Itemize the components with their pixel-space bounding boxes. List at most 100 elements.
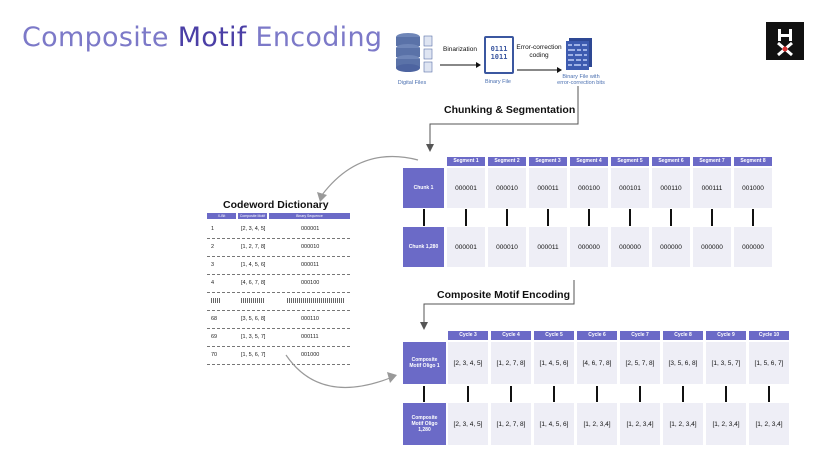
- ecc-file-label: Binary File with error-correction bits: [553, 74, 609, 86]
- motif-cell: [3, 5, 6, 8]: [663, 342, 703, 384]
- curved-arrow-icon: [280, 350, 410, 405]
- cycle-header: Cycle 7: [620, 331, 660, 340]
- motif-cell: [1, 4, 5, 6]: [534, 342, 574, 384]
- dictionary-motif: [1, 3, 5, 7]: [241, 334, 266, 340]
- motif-cell: [4, 6, 7, 8]: [577, 342, 617, 384]
- motif-cell: [1, 2, 3,4]: [663, 403, 703, 445]
- motif-cell: [2, 5, 7, 8]: [620, 342, 660, 384]
- chunk-1-label: Chunk 1: [403, 168, 444, 208]
- motif-cell: [1, 2, 3,4]: [749, 403, 789, 445]
- motif-cell: [1, 3, 5, 7]: [706, 342, 746, 384]
- connector-line: [711, 209, 713, 226]
- dictionary-row: 4 [4, 6, 7, 8] 000100: [207, 275, 350, 293]
- segment-header: Segment 3: [529, 157, 567, 166]
- dictionary-id: 1: [211, 226, 215, 232]
- connector-line: [629, 209, 631, 226]
- motif-cell: [1, 2, 3,4]: [620, 403, 660, 445]
- connector-line: [596, 386, 598, 402]
- dictionary-binary: 000111: [301, 334, 319, 340]
- binarization-label: Binarization: [443, 46, 477, 53]
- connector-line: [670, 209, 672, 226]
- chunk-1280-label: Chunk 1,280: [403, 227, 444, 267]
- dictionary-id: 4: [211, 280, 215, 286]
- segment-header: Segment 2: [488, 157, 526, 166]
- binary-file-label: Binary File: [485, 79, 511, 85]
- digital-files-label: Digital Files: [397, 80, 427, 86]
- cme-title: Composite Motif Encoding: [437, 289, 570, 301]
- motif-cell: [1, 2, 3,4]: [577, 403, 617, 445]
- chunking-title: Chunking & Segmentation: [444, 104, 576, 116]
- cycle-header: Cycle 8: [663, 331, 703, 340]
- dictionary-header-xbit: X-Bit: [207, 213, 236, 219]
- dictionary-binary: 000011: [301, 262, 319, 268]
- chunk-cell: 000101: [611, 168, 649, 208]
- connector-line: [725, 386, 727, 402]
- segment-header: Segment 5: [611, 157, 649, 166]
- connector-line: [467, 386, 469, 402]
- chunk-cell: 000100: [570, 168, 608, 208]
- chunk-cell: 000010: [488, 227, 526, 267]
- curved-arrow-icon: [300, 150, 430, 215]
- chunk-cell: 000000: [693, 227, 731, 267]
- cycle-header: Cycle 10: [749, 331, 789, 340]
- chunk-cell: 000010: [488, 168, 526, 208]
- dictionary-id: 70: [211, 352, 218, 358]
- ecc-file-line-1: Binary File with: [562, 74, 600, 80]
- dictionary-row: 70 [1, 5, 6, 7] 001000: [207, 347, 350, 365]
- dictionary-header-motif: Composite Motif: [238, 213, 267, 219]
- oligo-1-label: Composite Motif Oligo 1: [403, 342, 446, 384]
- motif-cell: [1, 2, 7, 8]: [491, 403, 531, 445]
- ellipsis-bar: [211, 298, 221, 303]
- oligo-1280-label: Composite Motif Oligo 1,280: [403, 403, 446, 445]
- dictionary-motif: [1, 2, 7, 8]: [241, 244, 266, 250]
- motif-cell: [1, 2, 3,4]: [706, 403, 746, 445]
- brand-logo: [766, 22, 804, 60]
- segment-header: Segment 8: [734, 157, 772, 166]
- ecc-file-line-2: error-correction bits: [557, 80, 605, 86]
- elbow-arrow-icon: [416, 278, 586, 339]
- chunk-cell: 000001: [447, 227, 485, 267]
- chunk-cell: 001000: [734, 168, 772, 208]
- chunk-cell: 000111: [693, 168, 731, 208]
- dictionary-row: 1 [2, 3, 4, 5] 000001: [207, 221, 350, 239]
- dictionary-row: 68 [3, 5, 6, 8] 000110: [207, 311, 350, 329]
- connector-line: [553, 386, 555, 402]
- dictionary-motif: [2, 3, 4, 5]: [241, 226, 266, 232]
- error-correction-line-2: coding: [529, 52, 549, 59]
- cycle-header: Cycle 4: [491, 331, 531, 340]
- chunk-cell: 000000: [570, 227, 608, 267]
- connector-line: [506, 209, 508, 226]
- cycle-header: Cycle 6: [577, 331, 617, 340]
- connector-line: [510, 386, 512, 402]
- segment-header: Segment 7: [693, 157, 731, 166]
- motif-cell: [1, 2, 7, 8]: [491, 342, 531, 384]
- motif-cell: [1, 5, 6, 7]: [749, 342, 789, 384]
- connector-line: [588, 209, 590, 226]
- dictionary-header-binary: Binary Sequence: [269, 213, 350, 219]
- binary-icon-line-1: 0111: [490, 45, 508, 53]
- ecc-file-icon: [565, 38, 593, 75]
- segment-header: Segment 4: [570, 157, 608, 166]
- chunk-cell: 000110: [652, 168, 690, 208]
- dictionary-binary: 000010: [301, 244, 320, 250]
- connector-line: [423, 386, 425, 402]
- dictionary-ellipsis-row: [207, 293, 350, 311]
- connector-line: [465, 209, 467, 226]
- chunk-cell: 000000: [734, 227, 772, 267]
- dictionary-title: Codeword Dictionary: [223, 199, 329, 211]
- dictionary-binary: 000110: [301, 316, 319, 322]
- connector-line: [423, 209, 425, 226]
- motif-cell: [2, 3, 4, 5]: [448, 342, 488, 384]
- page-title: Composite Motif Encoding: [22, 22, 383, 53]
- connector-line: [752, 209, 754, 226]
- dictionary-id: 2: [211, 244, 215, 250]
- cycle-header: Cycle 5: [534, 331, 574, 340]
- arrow-right-icon: [517, 61, 563, 79]
- motif-cell: [2, 3, 4, 5]: [448, 403, 488, 445]
- dictionary-motif: [4, 6, 7, 8]: [241, 280, 266, 286]
- error-correction-line-1: Error-correction: [516, 44, 562, 51]
- dictionary-id: 68: [211, 316, 218, 322]
- connector-line: [639, 386, 641, 402]
- elbow-arrow-icon: [418, 84, 588, 159]
- dictionary-motif: [3, 5, 6, 8]: [241, 316, 266, 322]
